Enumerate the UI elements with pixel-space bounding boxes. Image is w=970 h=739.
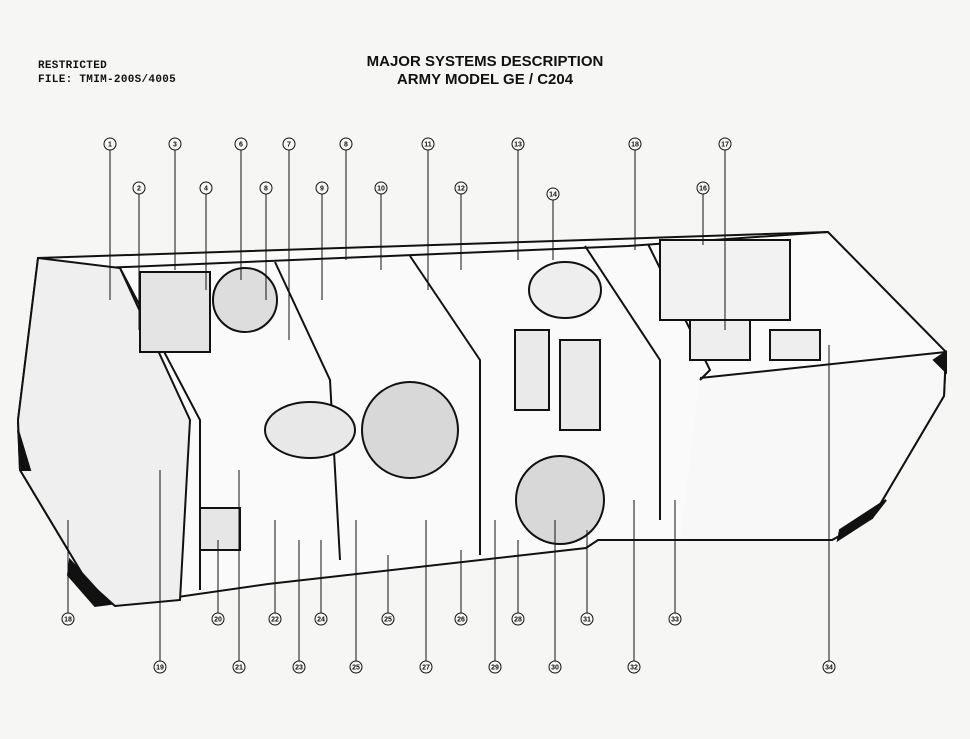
callout-circle [419, 660, 433, 674]
callout-number: 4 [204, 186, 208, 193]
callout-number: 34 [825, 665, 833, 672]
callout-number: 24 [317, 617, 325, 624]
callout-number: 23 [295, 665, 303, 672]
restricted-label: RESTRICTED [38, 60, 108, 72]
callout-circle [511, 137, 525, 151]
callout-number: 16 [699, 186, 707, 193]
callout-number: 2 [137, 186, 141, 193]
callout-circle [314, 612, 328, 626]
callout-circle [381, 612, 395, 626]
callout-circle [718, 137, 732, 151]
callout-number: 7 [287, 142, 291, 149]
document-title: MAJOR SYSTEMS DESCRIPTION [366, 53, 604, 70]
turbine-cylinder [264, 401, 356, 459]
bulkhead-4 [584, 245, 661, 520]
callout-circle [421, 137, 435, 151]
callout-circle [234, 137, 248, 151]
tank-column-2 [559, 339, 601, 431]
file-reference: FILE: TMIM-200S/4005 [38, 74, 177, 86]
hull-edge-right [932, 350, 947, 375]
callout-number: 33 [671, 617, 679, 624]
callout-number: 9 [320, 186, 324, 193]
callout-number: 29 [491, 665, 499, 672]
callout-circle [548, 660, 562, 674]
engine-wheel-right [515, 455, 605, 545]
callout-number: 21 [235, 665, 243, 672]
right-side-panel [680, 350, 948, 541]
callout-number: 6 [239, 142, 243, 149]
callout-number: 13 [514, 142, 522, 149]
callout-number: 1 [108, 142, 112, 149]
callout-number: 3 [173, 142, 177, 149]
callout-circle [259, 181, 273, 195]
callout-circle [696, 181, 710, 195]
callout-number: 8 [264, 186, 268, 193]
callout-circle [268, 612, 282, 626]
callout-circle [339, 137, 353, 151]
callout-circle [454, 612, 468, 626]
callout-number: 25 [352, 665, 360, 672]
callout-number: 18 [64, 617, 72, 624]
callout-number: 19 [156, 665, 164, 672]
callout-number: 28 [514, 617, 522, 624]
callout-circle [488, 660, 502, 674]
callout-circle [232, 660, 246, 674]
callout-number: 31 [583, 617, 591, 624]
callout-number: 11 [424, 142, 432, 149]
callout-number: 22 [271, 617, 279, 624]
callout-number: 10 [377, 186, 385, 193]
engine-wheel-left [212, 267, 278, 333]
instrument-panel [769, 329, 821, 361]
callout-circle [454, 181, 468, 195]
callout-circle [211, 612, 225, 626]
callout-number: 17 [721, 142, 729, 149]
callout-circle [199, 181, 213, 195]
callout-circle [627, 660, 641, 674]
callout-number: 32 [630, 665, 638, 672]
callout-circle [511, 612, 525, 626]
tank-column-1 [514, 329, 550, 411]
wheel-well-front [66, 557, 113, 608]
callout-number: 30 [551, 665, 559, 672]
callout-number: 12 [457, 186, 465, 193]
bulkhead-3 [409, 255, 481, 555]
hull-edge-left [17, 429, 32, 471]
callout-circle [168, 137, 182, 151]
callout-circle [315, 181, 329, 195]
callout-circle [153, 660, 167, 674]
classification-block: RESTRICTED FILE: TMIM-200S/4005 [38, 59, 176, 87]
callout-circle [61, 612, 75, 626]
wheel-well-rear [836, 499, 887, 543]
callout-number: 14 [549, 192, 557, 199]
engine-wheel-center [361, 381, 459, 479]
callout-circle [103, 137, 117, 151]
callout-circle [546, 187, 560, 201]
callout-circle [374, 181, 388, 195]
callout-number: 25 [384, 617, 392, 624]
callout-number: 8 [344, 142, 348, 149]
callout-number: 27 [422, 665, 430, 672]
tank-top [528, 261, 602, 319]
callout-circle [822, 660, 836, 674]
callout-circle [292, 660, 306, 674]
bulkhead-2 [274, 261, 341, 561]
generator-block [139, 271, 211, 353]
callout-circle [628, 137, 642, 151]
callout-circle [668, 612, 682, 626]
callout-number: 18 [631, 142, 639, 149]
callout-number: 20 [214, 617, 222, 624]
callout-circle [132, 181, 146, 195]
control-panel [199, 507, 241, 551]
document-subtitle: ARMY MODEL GE / C204 [396, 71, 574, 88]
callout-circle [349, 660, 363, 674]
callout-number: 26 [457, 617, 465, 624]
callout-circle [282, 137, 296, 151]
callout-circle [580, 612, 594, 626]
